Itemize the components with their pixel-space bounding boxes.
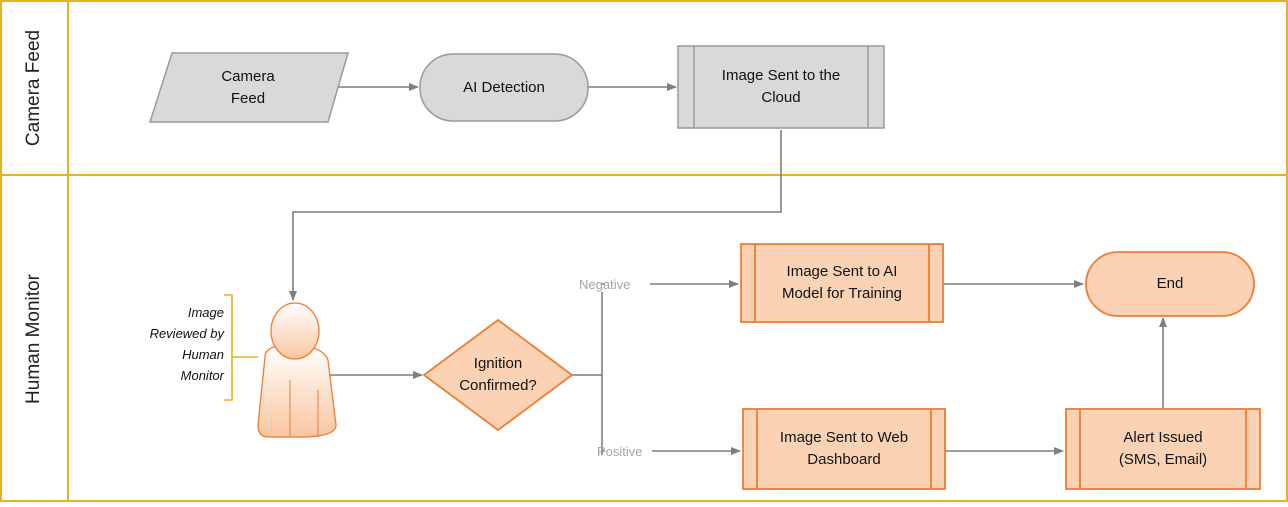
lane-label-human-monitor-text: Human Monitor — [23, 273, 45, 404]
node-image-sent-cloud-shape — [677, 45, 885, 129]
node-image-sent-ai-model: Image Sent to AI Model for Training — [781, 263, 903, 302]
person-icon — [257, 302, 337, 438]
annotation-bracket — [224, 294, 258, 401]
lane-label-human-monitor: Human Monitor — [0, 176, 68, 501]
connectors — [289, 83, 1167, 455]
node-image-sent-web-shape — [742, 408, 946, 490]
lane-label-camera-feed: Camera Feed — [0, 1, 68, 175]
edge-decision-branch — [572, 292, 603, 455]
human-monitor-annotation: Image Reviewed by Human Monitor — [149, 305, 224, 383]
lane-label-camera-feed-text: Camera Feed — [23, 29, 45, 147]
node-camera-feed-shape — [148, 52, 349, 123]
node-alert-issued-shape — [1065, 408, 1261, 490]
node-image-sent-ai-model-shape — [740, 243, 944, 323]
node-end: End — [1156, 275, 1184, 292]
node-alert-issued: Alert Issued (SMS, Email) — [1118, 429, 1208, 468]
node-camera-feed: Camera Feed — [221, 67, 275, 107]
node-image-sent-cloud: Image Sent to the Cloud — [721, 67, 841, 106]
node-ai-detection: AI Detection — [463, 78, 545, 96]
node-end-shape — [1085, 251, 1255, 317]
edge-label-negative: Negative — [579, 277, 631, 292]
node-image-sent-web: Image Sent to Web Dashboard — [779, 429, 909, 468]
node-ai-detection-shape — [419, 53, 589, 122]
node-ignition-confirmed: Ignition Confirmed? — [459, 355, 537, 394]
edge-cloud-to-human — [289, 130, 782, 301]
edge-label-positive: Positive — [597, 444, 643, 459]
node-ignition-confirmed-shape — [422, 318, 574, 432]
